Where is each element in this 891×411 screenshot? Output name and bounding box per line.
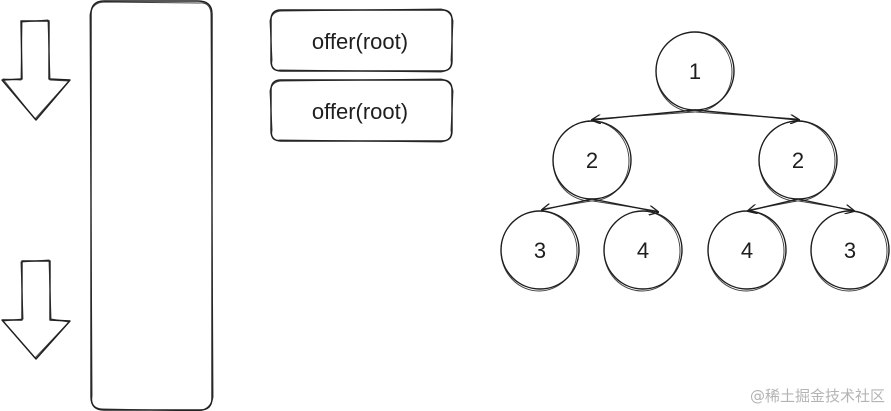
tree-node: 4 [603, 210, 683, 292]
node-label: 1 [689, 59, 701, 84]
tree-node: 4 [707, 210, 787, 292]
queue-item-label: offer(root) [312, 99, 408, 124]
node-label: 2 [792, 148, 804, 173]
queue-item-label: offer(root) [312, 29, 408, 54]
node-label: 3 [844, 238, 856, 263]
tree-node: 2 [758, 120, 838, 202]
node-label: 2 [586, 148, 598, 173]
down-arrow-icon [1, 19, 71, 121]
queue-item: offer(root) [269, 78, 454, 143]
tree-node: 2 [552, 120, 632, 202]
queue-container [89, 0, 214, 411]
node-label: 3 [534, 238, 546, 263]
watermark: @稀土掘金技术社区 [749, 387, 885, 405]
tree-node: 3 [810, 210, 890, 292]
tree-node: 3 [500, 210, 580, 292]
down-arrow-icon [1, 259, 71, 360]
queue-item: offer(root) [269, 8, 454, 73]
tree-edges [542, 109, 854, 212]
node-label: 4 [637, 238, 649, 263]
tree-node-root: 1 [655, 31, 735, 113]
node-label: 4 [741, 238, 753, 263]
